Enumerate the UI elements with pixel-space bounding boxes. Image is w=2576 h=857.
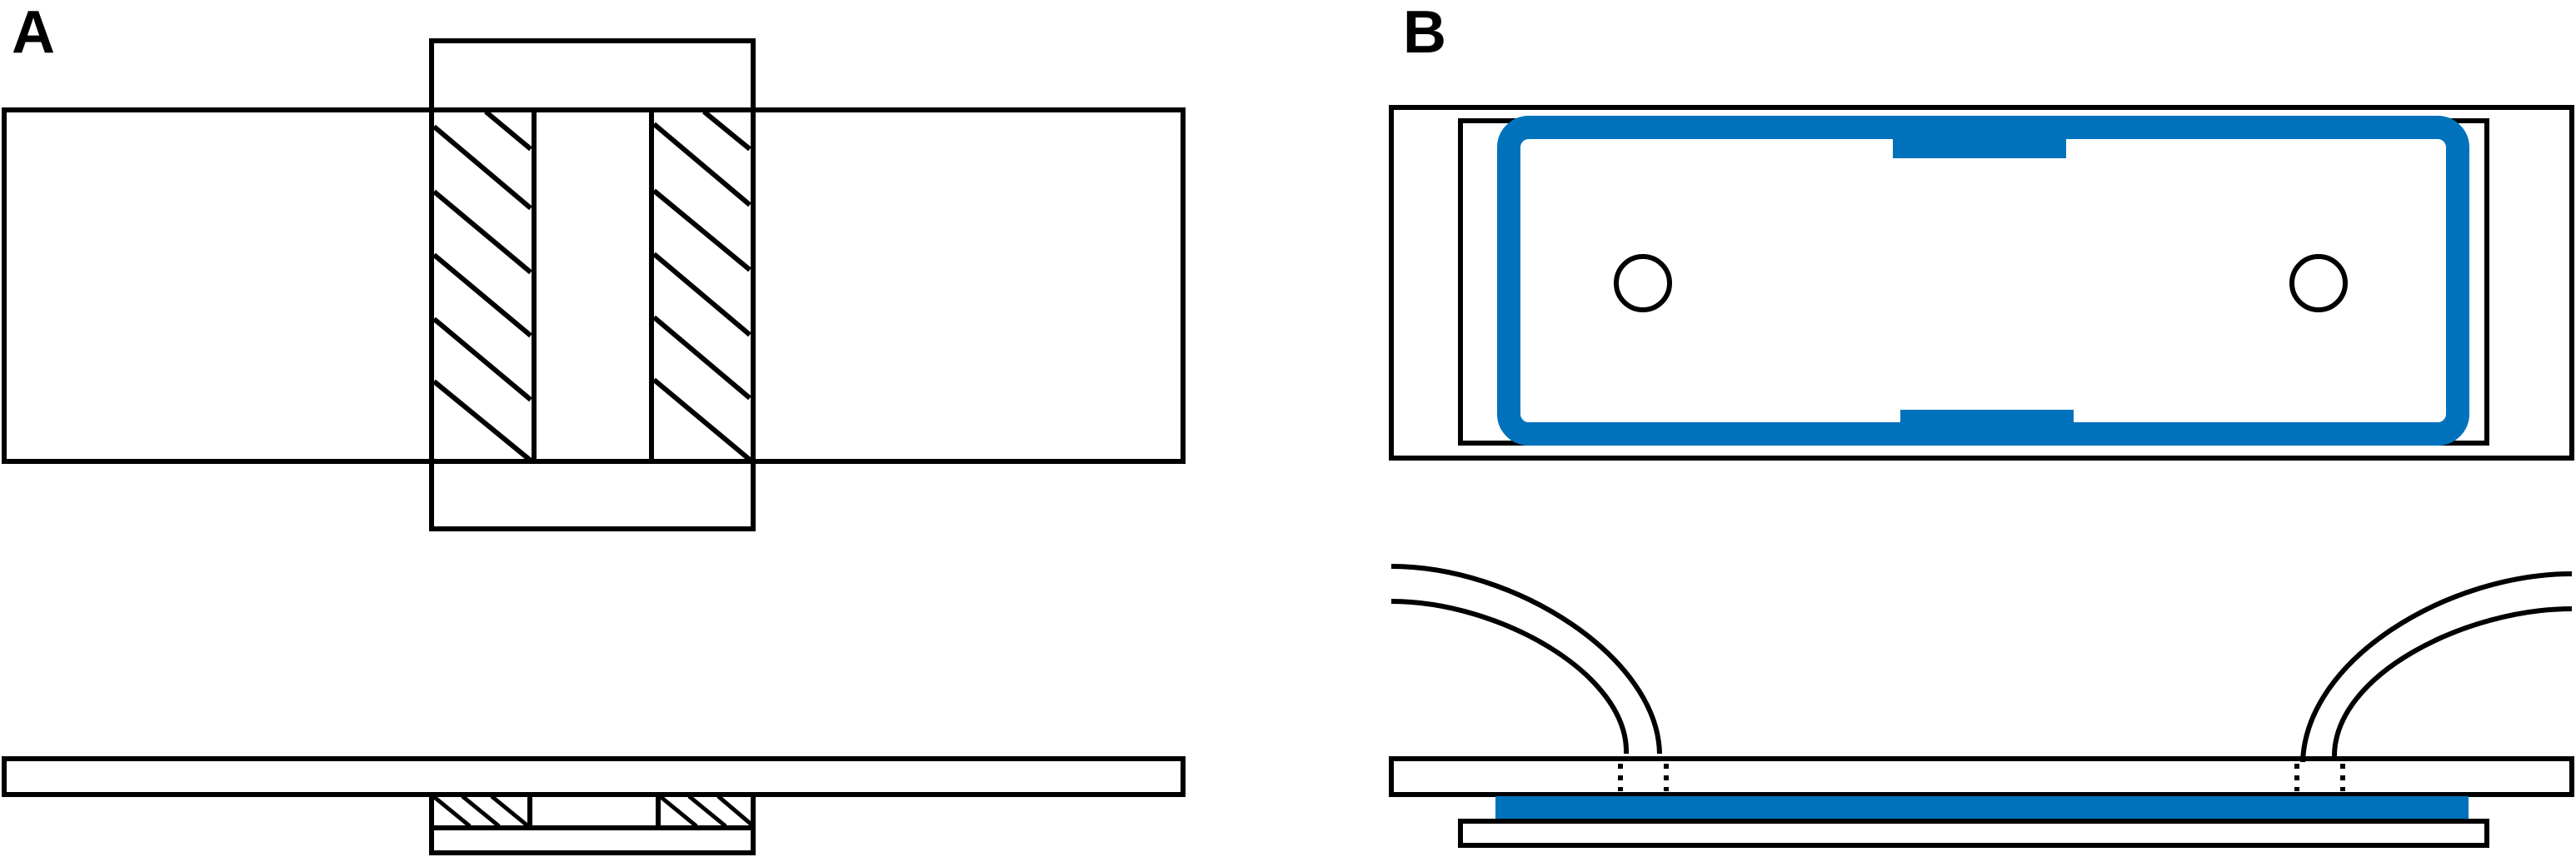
outlet-port-icon — [2289, 254, 2348, 312]
panel-a-top-view — [2, 38, 1186, 531]
side-bottom-slide — [1458, 819, 2489, 848]
horizontal-slide-outline — [2, 107, 1186, 464]
side-spacer-right — [656, 792, 756, 830]
inlet-port-icon — [1614, 254, 1672, 312]
panel-a: A — [2, 0, 1186, 855]
gasket-notch-top — [1893, 133, 2066, 158]
outlet-tubing — [2300, 571, 2573, 763]
panel-b-label: B — [1403, 0, 1446, 66]
panel-b: B — [1389, 0, 2574, 848]
top-slide-outer — [1389, 105, 2574, 461]
side-vertical-slide — [429, 825, 756, 855]
hatching-left-spacer — [432, 109, 532, 463]
port-channels — [1618, 764, 2345, 791]
side-spacer-left — [429, 792, 532, 830]
side-hatching-left — [432, 795, 530, 828]
hatching-right-spacer — [652, 109, 751, 462]
panel-b-top-view — [1389, 105, 2574, 461]
side-horizontal-slide — [2, 756, 1186, 797]
panel-b-side-view — [1389, 564, 2574, 848]
panel-a-side-view — [2, 756, 1186, 855]
panel-a-label: A — [12, 0, 55, 66]
inlet-tubing — [1390, 564, 1662, 755]
gasket-notch-bottom — [1900, 410, 2074, 430]
blue-gasket-frame — [1497, 116, 2469, 446]
side-blue-gasket — [1495, 796, 2469, 821]
side-hatching-right — [658, 795, 753, 828]
side-top-slide — [1389, 756, 2574, 797]
